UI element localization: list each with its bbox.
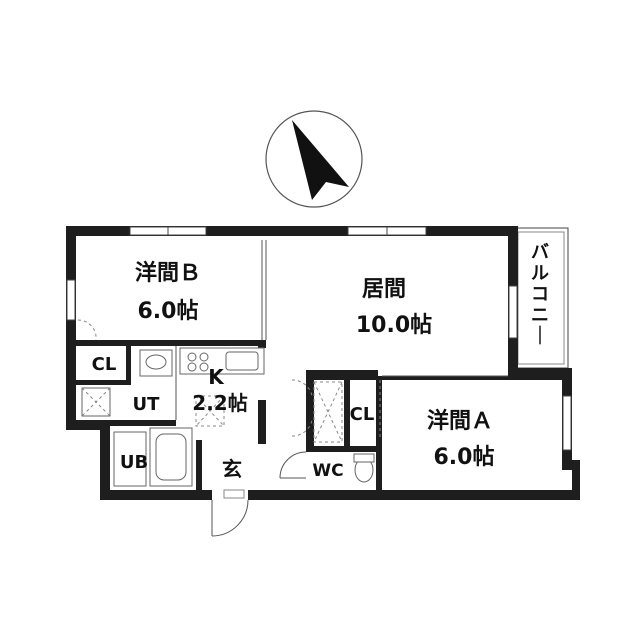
genkan-label: 玄: [222, 457, 242, 481]
cl-right-label: CL: [350, 404, 375, 425]
western-a-name: 洋間Ａ: [427, 408, 493, 434]
washbasin: [139, 349, 173, 377]
toilet: [353, 453, 375, 483]
closet-dash: [313, 381, 343, 443]
ub-label: UB: [120, 452, 148, 473]
cl-left-label: CL: [92, 354, 117, 375]
kitchen-counter: [179, 347, 265, 375]
balcony-label: バルコニ｜: [531, 242, 549, 347]
living-name: 居間: [362, 277, 406, 302]
living-doors: [291, 379, 313, 437]
entrance-door: [211, 488, 249, 537]
partitions: [175, 240, 508, 440]
living-size: 10.0帖: [356, 313, 432, 338]
wc-door: [279, 451, 307, 479]
interior-walls: [76, 340, 562, 490]
wc-label: WC: [312, 461, 343, 481]
windows: [66, 226, 572, 451]
kitchen-name: K: [208, 365, 225, 389]
western-b-size: 6.0帖: [138, 299, 199, 324]
western-a-size: 6.0帖: [434, 445, 495, 470]
room-labels: 洋間Ｂ 6.0帖 居間 10.0帖 K 2.2帖 洋間Ａ 6.0帖 CL CL …: [92, 242, 549, 481]
north-arrow-icon: [265, 110, 363, 208]
refrigerator-space: [195, 395, 225, 427]
washing-machine-pan: [81, 387, 111, 417]
western-b-door: [77, 319, 97, 341]
ut-label: UT: [133, 394, 161, 415]
western-b-name: 洋間Ｂ: [135, 260, 201, 286]
bathtub: [113, 427, 193, 487]
kitchen-size: 2.2帖: [192, 391, 247, 415]
